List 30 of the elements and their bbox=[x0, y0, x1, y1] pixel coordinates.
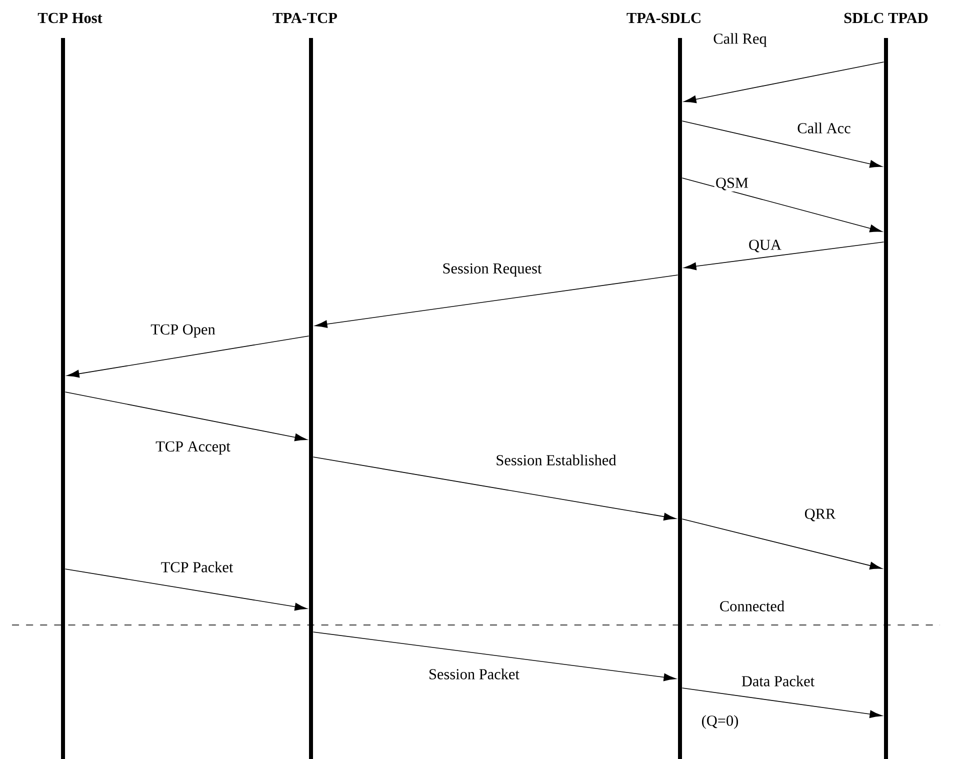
arrow bbox=[314, 274, 678, 328]
edge-label: Call Acc bbox=[796, 121, 852, 135]
edge-label: QRR bbox=[803, 508, 837, 522]
arrow bbox=[64, 392, 308, 442]
arrow bbox=[682, 178, 882, 232]
edge-label: QSM bbox=[714, 176, 750, 192]
lifeline-header: TCP Host bbox=[38, 12, 102, 24]
lifeline-header: SDLC TPAD bbox=[844, 12, 928, 24]
note-label: Connected bbox=[720, 600, 784, 612]
arrow bbox=[682, 120, 882, 168]
arrow bbox=[684, 62, 884, 104]
edge-label: TCP Packet bbox=[160, 560, 234, 574]
edge-label: Call Req bbox=[712, 32, 768, 48]
edge-label: TCP Open bbox=[149, 323, 217, 339]
arrow bbox=[312, 632, 676, 682]
edge-label: QUA bbox=[747, 238, 783, 254]
arrow bbox=[312, 456, 676, 521]
lifeline-header: TPA-TCP bbox=[272, 12, 337, 24]
edge-label: Session Packet bbox=[427, 667, 521, 681]
edge-label: Data Packet bbox=[740, 674, 816, 688]
arrow bbox=[682, 688, 882, 718]
arrow bbox=[682, 518, 882, 570]
arrow bbox=[684, 242, 884, 270]
note-label: (Q=0) bbox=[702, 715, 738, 729]
lifeline-header: TPA-SDLC bbox=[626, 12, 700, 24]
arrow bbox=[66, 336, 310, 378]
edge-label: Session Request bbox=[441, 262, 543, 278]
edge-label: Session Established bbox=[494, 453, 618, 467]
edge-label: TCP Accept bbox=[154, 440, 232, 456]
arrow bbox=[64, 568, 308, 611]
